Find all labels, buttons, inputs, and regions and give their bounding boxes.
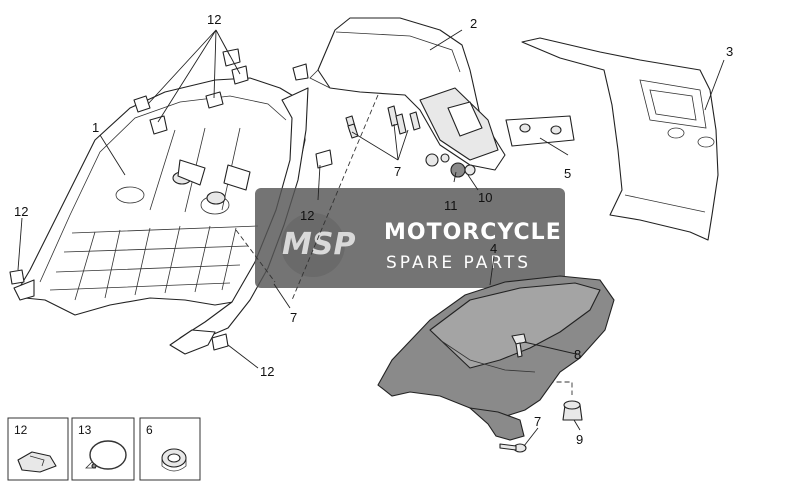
callout-1: 1 — [92, 120, 99, 135]
callout-10: 10 — [478, 190, 492, 205]
callout-12-bottom: 12 — [260, 364, 274, 379]
callout-7-lower: 7 — [534, 414, 541, 429]
callout-4: 4 — [490, 241, 497, 256]
watermark-badge: MSP MOTORCYCLE SPARE PARTS — [255, 188, 565, 288]
callout-11: 11 — [444, 198, 458, 213]
callout-3: 3 — [726, 44, 733, 59]
callout-7-upper: 7 — [394, 164, 401, 179]
watermark-title: MOTORCYCLE — [384, 220, 562, 245]
legend-box-label: 6 — [146, 423, 153, 437]
rear-mudguard-part[interactable] — [377, 275, 615, 441]
leader-lines — [17, 29, 725, 447]
legend-box-grommet[interactable]: 6 — [139, 417, 201, 481]
callout-8: 8 — [574, 347, 581, 362]
legend-box-label: 13 — [78, 423, 92, 437]
fasteners-lower[interactable] — [499, 333, 583, 453]
callout-labels: 1 2 3 4 5 7 7 7 8 9 10 11 12 12 12 12 — [14, 12, 733, 447]
callout-5: 5 — [564, 166, 571, 181]
nut-washer-group[interactable] — [425, 153, 476, 178]
tail-cover-part[interactable] — [521, 37, 719, 241]
legend-box-speed-nut[interactable]: 12 — [7, 417, 69, 481]
rubber-grommet-icon — [161, 448, 187, 472]
hose-clamp-icon — [85, 440, 127, 470]
callout-12-middle: 12 — [300, 208, 314, 223]
callout-7-left: 7 — [290, 310, 297, 325]
watermark-logo: MSP — [282, 227, 355, 262]
callout-2: 2 — [470, 16, 477, 31]
screw-set-upper[interactable] — [345, 105, 421, 139]
watermark-subtitle: SPARE PARTS — [386, 253, 531, 273]
speed-nut-clip-group[interactable] — [9, 48, 333, 351]
callout-12-left: 12 — [14, 204, 28, 219]
rear-reflector-part[interactable] — [505, 115, 575, 147]
callout-12-top: 12 — [207, 12, 221, 27]
legend-box-label: 12 — [14, 423, 28, 437]
speed-nut-clip-icon — [17, 451, 57, 473]
number-plate-holder-part[interactable] — [309, 17, 506, 171]
legend-box-hose-clamp[interactable]: 13 — [71, 417, 135, 481]
callout-9: 9 — [576, 432, 583, 447]
